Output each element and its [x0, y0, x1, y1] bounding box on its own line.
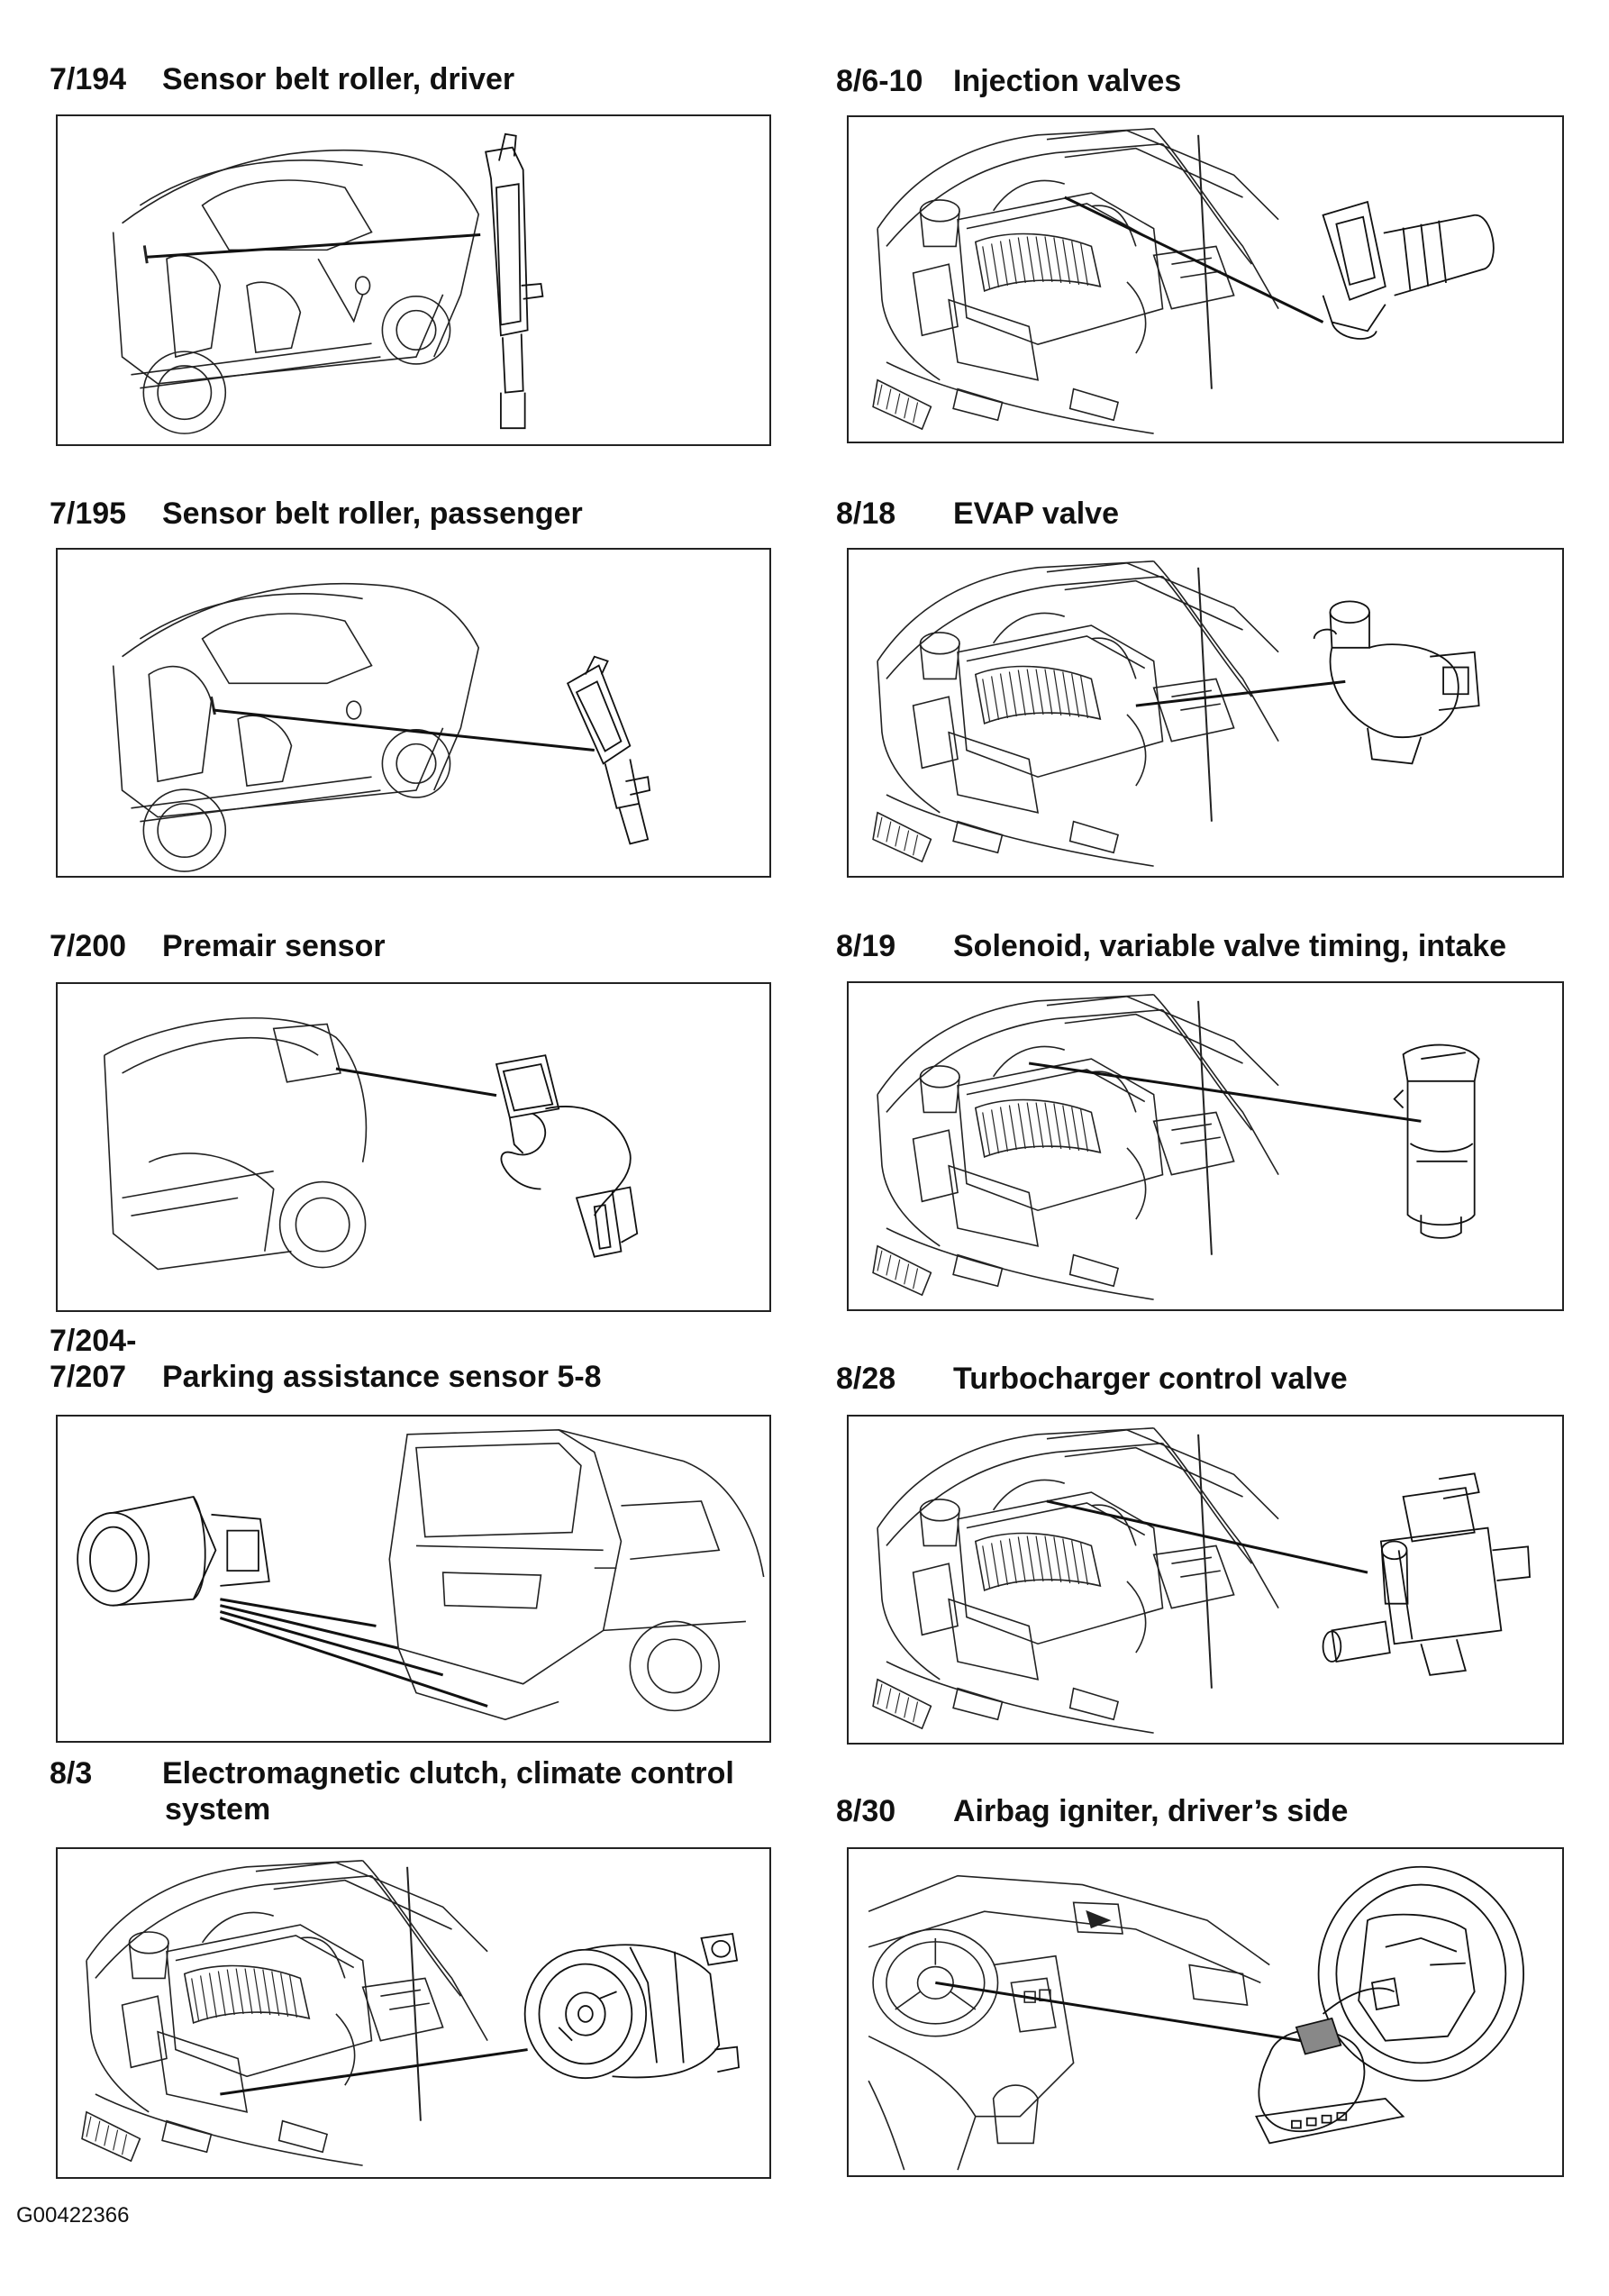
component-code: 8/6-10 [836, 64, 923, 98]
component-code: 7/195 [50, 497, 127, 531]
dashboard-illustration [849, 1849, 1562, 2175]
illustration-frame [847, 1847, 1564, 2177]
engine-bay-illustration [872, 560, 1562, 868]
component-title: Parking assistance sensor 5-8 [162, 1360, 602, 1394]
component-title: Turbocharger control valve [953, 1362, 1348, 1396]
illustration-frame [847, 1415, 1564, 1745]
component-title: Sensor belt roller, driver [162, 62, 515, 96]
component-code: 8/18 [836, 497, 896, 531]
component-code: 7/204- [50, 1324, 137, 1358]
illustration-frame [56, 548, 771, 878]
component-code: 8/30 [836, 1794, 896, 1828]
component-title: Airbag igniter, driver’s side [953, 1794, 1349, 1828]
car-interior-illustration [58, 550, 769, 876]
component-title-line2: system [165, 1792, 271, 1827]
component-code: 8/3 [50, 1756, 93, 1790]
illustration-frame [847, 981, 1564, 1311]
illustration-frame [847, 115, 1564, 443]
car-rear-illustration [58, 1417, 769, 1741]
illustration-frame [56, 114, 771, 446]
component-title: Solenoid, variable valve timing, intake [953, 929, 1507, 963]
component-title: EVAP valve [953, 497, 1119, 531]
engine-bay-illustration [872, 1426, 1562, 1735]
component-title: Electromagnetic clutch, climate control [162, 1756, 734, 1790]
engine-bay-illustration [872, 993, 1562, 1301]
engine-bay-illustration [81, 1859, 769, 2167]
illustration-frame [56, 982, 771, 1312]
illustration-frame [56, 1847, 771, 2179]
figure-id: G00422366 [16, 2203, 130, 2228]
component-title: Premair sensor [162, 929, 386, 963]
component-code: 8/19 [836, 929, 896, 963]
component-code: 7/194 [50, 62, 127, 96]
car-front-illustration [58, 984, 769, 1310]
component-code-line2: 7/207 [50, 1360, 127, 1394]
component-code: 8/28 [836, 1362, 896, 1396]
illustration-frame [56, 1415, 771, 1743]
engine-bay-illustration [872, 127, 1562, 435]
illustration-frame [847, 548, 1564, 878]
component-title: Injection valves [953, 64, 1182, 98]
car-interior-illustration [58, 116, 769, 444]
component-title: Sensor belt roller, passenger [162, 497, 583, 531]
component-code: 7/200 [50, 929, 127, 963]
